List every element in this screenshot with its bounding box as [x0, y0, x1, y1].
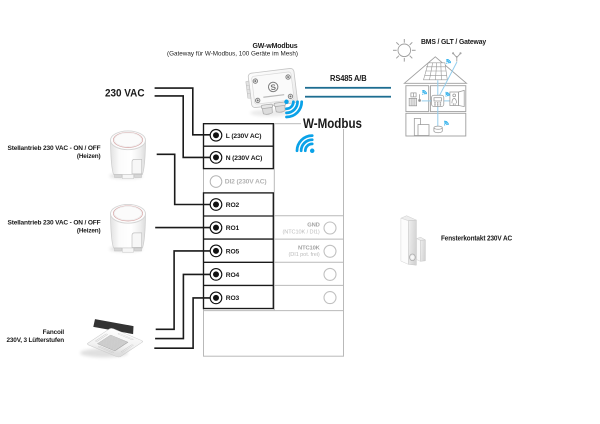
svg-text:(Heizen): (Heizen) — [77, 153, 101, 160]
svg-text:GW-wModbus: GW-wModbus — [252, 43, 297, 50]
svg-text:RO3: RO3 — [226, 295, 240, 302]
svg-text:Stellantrieb 230 VAC - ON / OF: Stellantrieb 230 VAC - ON / OFF — [8, 220, 101, 227]
svg-text:RO2: RO2 — [226, 202, 240, 209]
svg-text:(Heizen): (Heizen) — [77, 227, 101, 234]
svg-text:(NTC10K / DI1): (NTC10K / DI1) — [283, 230, 320, 236]
svg-text:NTC10K: NTC10K — [298, 245, 321, 251]
svg-text:N (230V AC): N (230V AC) — [226, 155, 262, 162]
svg-text:Stellantrieb 230 VAC - ON / OF: Stellantrieb 230 VAC - ON / OFF — [8, 145, 101, 152]
svg-text:230 VAC: 230 VAC — [105, 87, 145, 99]
svg-text:GND: GND — [307, 222, 319, 228]
svg-text:(DI1 pot. frei): (DI1 pot. frei) — [289, 252, 320, 258]
svg-text:RS485 A/B: RS485 A/B — [330, 74, 367, 83]
svg-text:L (230V AC): L (230V AC) — [226, 133, 262, 140]
svg-text:DI2 (230V AC): DI2 (230V AC) — [225, 179, 267, 186]
svg-text:S: S — [270, 83, 277, 93]
svg-text:RO5: RO5 — [226, 248, 240, 255]
svg-text:Fensterkontakt 230V AC: Fensterkontakt 230V AC — [441, 233, 513, 242]
svg-text:Fancoil: Fancoil — [43, 329, 65, 336]
svg-text:BMS / GLT / Gateway: BMS / GLT / Gateway — [421, 37, 487, 46]
svg-text:W-Modbus: W-Modbus — [303, 116, 362, 131]
svg-text:RO1: RO1 — [226, 225, 240, 232]
svg-text:230V, 3 Lüfterstufen: 230V, 3 Lüfterstufen — [7, 337, 65, 344]
svg-text:(Gateway für W-Modbus, 100 Ger: (Gateway für W-Modbus, 100 Geräte im Mes… — [167, 51, 298, 58]
svg-text:RO4: RO4 — [226, 272, 240, 279]
